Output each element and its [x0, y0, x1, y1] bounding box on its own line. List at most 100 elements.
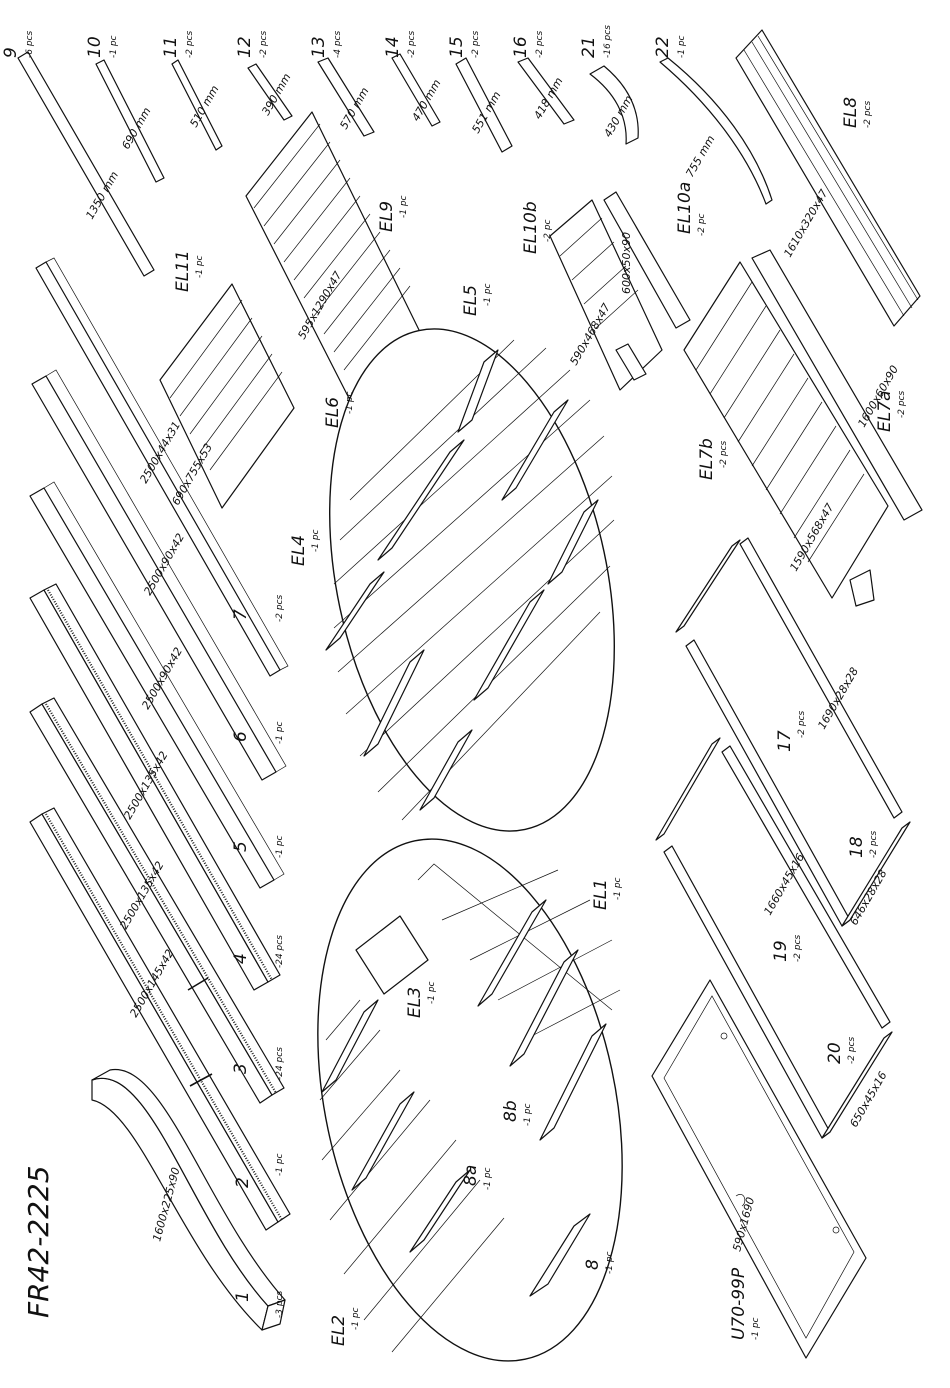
drawing-title: FR42-2225 — [22, 1165, 55, 1318]
part-9-batten — [17, 51, 155, 277]
label-8a-number: 8a — [461, 1165, 481, 1186]
label-4-qty: -24 pcs — [275, 935, 285, 968]
label-8a-qty: -1 pc — [483, 1167, 493, 1190]
label-10-number: 10 — [85, 36, 105, 58]
label-EL11-number: EL11 — [173, 250, 193, 292]
part-EL7-panels — [683, 249, 923, 607]
label-9-number: 9 — [1, 47, 21, 58]
label-door-number: U70-99P — [729, 1267, 749, 1340]
label-8b-qty: -1 pc — [523, 1103, 533, 1126]
label-19-qty: -2 pcs — [793, 935, 803, 962]
label-EL2-qty: -1 pc — [351, 1307, 361, 1330]
label-22-dim: 755 mm — [683, 133, 717, 179]
label-EL8-dim: 1610x320x47 — [781, 187, 830, 259]
label-18-dim: 646x28x28 — [847, 867, 889, 927]
label-EL10b-number: EL10b — [521, 201, 541, 254]
parts-17-18 — [675, 537, 911, 927]
label-16-number: 16 — [511, 36, 531, 58]
label-EL10a-dim: 600x50x90 — [620, 232, 633, 294]
label-4-number: 4 — [231, 953, 251, 964]
label-EL10a-qty: -2 pc — [697, 213, 707, 236]
label-EL10a-number: EL10a — [675, 182, 695, 234]
label-2-qty: -1 pc — [275, 1153, 285, 1176]
label-8-number: 8 — [583, 1259, 603, 1270]
label-EL7b-qty: -2 pcs — [719, 441, 729, 468]
label-EL8-qty: -2 pcs — [863, 101, 873, 128]
label-1-number: 1 — [233, 1291, 253, 1302]
label-15-number: 15 — [447, 36, 467, 58]
label-EL10b-qty: -2 pc — [543, 219, 553, 242]
label-EL1-qty: -1 pc — [613, 877, 623, 900]
label-EL6-qty: -1 pc — [345, 391, 355, 414]
label-7-number: 7 — [231, 609, 251, 620]
label-19-number: 19 — [771, 940, 791, 962]
part-3-board — [29, 697, 285, 1104]
label-2-number: 2 — [233, 1177, 253, 1188]
short-battens — [95, 53, 575, 183]
label-EL4-number: EL4 — [289, 535, 309, 566]
round-floor-lower — [317, 838, 623, 1362]
label-EL7b-number: EL7b — [697, 438, 717, 480]
part-2-board — [29, 807, 291, 1231]
part-drawings — [17, 29, 923, 1362]
label-7-qty: -2 pcs — [275, 595, 285, 622]
label-11-number: 11 — [161, 36, 181, 58]
label-EL2-number: EL2 — [329, 1315, 349, 1346]
part-EL10-panels — [549, 191, 691, 391]
label-8-qty: -1 pc — [605, 1251, 615, 1274]
label-3-qty: -24 pcs — [275, 1047, 285, 1080]
label-14-number: 14 — [383, 36, 403, 58]
label-16-qty: -2 pcs — [535, 31, 545, 58]
label-EL9-qty: -1 pc — [399, 195, 409, 218]
label-15-qty: -2 pcs — [471, 31, 481, 58]
label-8b-number: 8b — [501, 1100, 521, 1122]
part-EL11-panel — [159, 283, 295, 509]
label-EL11-qty: -1 pc — [195, 255, 205, 278]
label-1-qty: -3 pcs — [275, 1291, 285, 1318]
label-20-qty: -2 pcs — [847, 1037, 857, 1064]
label-EL1-number: EL1 — [591, 879, 611, 910]
parts-19-20 — [655, 737, 893, 1139]
part-4-board — [29, 583, 281, 991]
label-EL3-qty: -1 pc — [427, 981, 437, 1004]
label-EL7a-qty: -2 pcs — [897, 391, 907, 418]
part-6-board — [31, 369, 287, 781]
label-14-qty: -2 pcs — [407, 31, 417, 58]
part-EL9-panel — [245, 111, 421, 413]
label-22-number: 22 — [653, 36, 673, 58]
label-EL7a-number: EL7a — [875, 391, 895, 432]
label-EL5-qty: -1 pc — [483, 283, 493, 306]
label-11-qty: -2 pcs — [185, 31, 195, 58]
label-6-number: 6 — [231, 731, 251, 742]
round-floor-upper — [325, 328, 615, 832]
label-door-qty: -1 pc — [751, 1317, 761, 1340]
part-21-curved — [589, 65, 639, 145]
label-12-qty: -2 pcs — [259, 31, 269, 58]
label-EL6-number: EL6 — [323, 397, 343, 428]
door-U70-99P — [651, 979, 867, 1359]
label-EL8-number: EL8 — [841, 97, 861, 128]
label-EL5-number: EL5 — [461, 285, 481, 316]
part-1-arch — [91, 1069, 286, 1331]
label-3-number: 3 — [231, 1063, 251, 1074]
label-20-number: 20 — [825, 1042, 845, 1064]
label-20-dim: 650x45x16 — [847, 1069, 889, 1129]
label-13-qty: -4 pcs — [333, 31, 343, 58]
label-EL4-qty: -1 pc — [311, 529, 321, 552]
label-18-qty: -2 pcs — [869, 831, 879, 858]
label-6-qty: -1 pc — [275, 721, 285, 744]
label-EL9-number: EL9 — [377, 201, 397, 232]
label-21-number: 21 — [579, 36, 599, 58]
label-13-number: 13 — [309, 36, 329, 58]
label-5-number: 5 — [231, 841, 251, 852]
label-17-qty: -2 pcs — [797, 711, 807, 738]
part-EL8-frame — [735, 29, 921, 327]
part-5-board — [29, 481, 285, 889]
label-17-number: 17 — [775, 730, 795, 752]
label-22-qty: -1 pc — [677, 35, 687, 58]
part-7-board — [35, 257, 289, 677]
label-5-qty: -1 pc — [275, 835, 285, 858]
label-18-number: 18 — [847, 836, 867, 858]
label-12-number: 12 — [235, 36, 255, 58]
